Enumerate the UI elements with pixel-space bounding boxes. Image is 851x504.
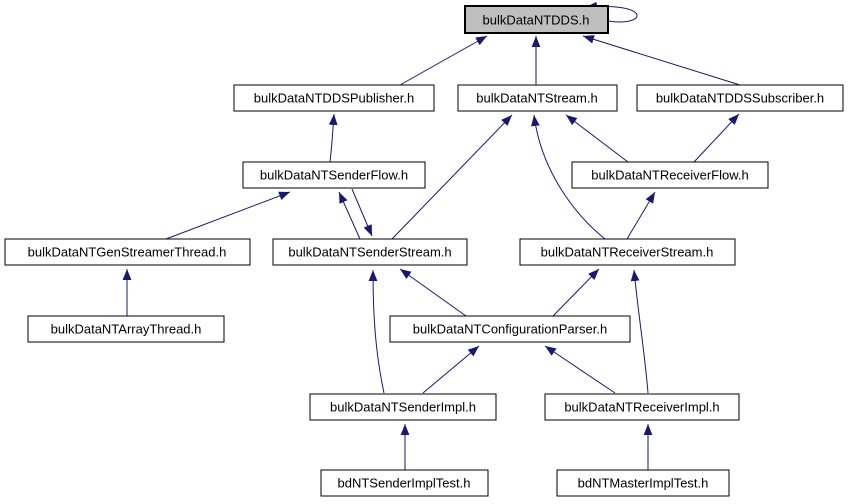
node-label: bdNTMasterImplTest.h: [578, 476, 709, 491]
node-label: bulkDataNTArrayThread.h: [51, 322, 202, 337]
node-label: bulkDataNTGenStreamerThread.h: [28, 245, 227, 260]
edge-configparser-to-receiverstream: [552, 268, 600, 317]
edge-publisher-to-dds: [399, 35, 488, 86]
edge-senderstream-to-stream: [391, 114, 513, 240]
node-bulkDataNTReceiverFlow[interactable]: bulkDataNTReceiverFlow.h: [571, 161, 769, 189]
node-label: bulkDataNTDDS.h: [483, 13, 590, 28]
edge-senderimpl-to-senderstream: [368, 269, 385, 394]
node-layer: bulkDataNTDDS.h bulkDataNTDDSPublisher.h…: [4, 5, 844, 497]
node-bulkDataNTConfigurationParser[interactable]: bulkDataNTConfigurationParser.h: [389, 315, 631, 343]
edge-senderflow-to-senderstream: [351, 188, 373, 237]
edge-senderflow-to-publisher: [328, 113, 338, 163]
edge-layer: [122, 1, 741, 470]
edge-receiverflow-to-subscriber: [693, 113, 740, 163]
edge-receiverstream-to-receiverflow: [626, 191, 656, 240]
node-box: [556, 469, 730, 497]
node-label: bulkDataNTSenderImpl.h: [330, 400, 476, 415]
node-box: [27, 315, 225, 343]
node-bulkDataNTReceiverStream[interactable]: bulkDataNTReceiverStream.h: [519, 238, 736, 266]
node-bulkDataNTDDSPublisher[interactable]: bulkDataNTDDSPublisher.h: [233, 84, 435, 112]
node-bdNTSenderImplTest[interactable]: bdNTSenderImplTest.h: [320, 469, 489, 497]
node-bdNTMasterImplTest[interactable]: bdNTMasterImplTest.h: [556, 469, 730, 497]
edge-receiverimpl-to-receiverstream: [630, 269, 649, 394]
node-label: bulkDataNTDDSSubscriber.h: [656, 91, 824, 106]
node-label: bulkDataNTReceiverFlow.h: [591, 168, 749, 183]
node-label: bulkDataNTReceiverImpl.h: [564, 400, 719, 415]
node-box: [389, 315, 631, 343]
node-box: [309, 393, 497, 421]
node-box: [233, 84, 435, 112]
node-bulkDataNTDDSSubscriber[interactable]: bulkDataNTDDSSubscriber.h: [636, 84, 844, 112]
node-box: [544, 393, 740, 421]
node-label: bdNTSenderImplTest.h: [338, 476, 471, 491]
edge-senderstream-to-senderflow: [338, 191, 361, 240]
edge-receiverimpl-to-configparser: [544, 345, 616, 394]
edge-genstreamerthread-to-senderflow: [165, 191, 291, 240]
node-bulkDataNTDDS[interactable]: bulkDataNTDDS.h: [464, 5, 609, 34]
edge-receiverflow-to-stream: [565, 114, 629, 163]
node-box: [519, 238, 736, 266]
node-box: [320, 469, 489, 497]
node-box: [464, 5, 609, 34]
node-bulkDataNTSenderStream[interactable]: bulkDataNTSenderStream.h: [272, 238, 468, 266]
node-bulkDataNTSenderImpl[interactable]: bulkDataNTSenderImpl.h: [309, 393, 497, 421]
edge-subscriber-to-dds: [582, 35, 741, 86]
node-label: bulkDataNTDDSPublisher.h: [254, 91, 414, 106]
node-box: [457, 84, 618, 112]
node-box: [272, 238, 468, 266]
node-bulkDataNTStream[interactable]: bulkDataNTStream.h: [457, 84, 618, 112]
node-label: bulkDataNTStream.h: [476, 91, 597, 106]
node-label: bulkDataNTSenderStream.h: [288, 245, 451, 260]
edge-configparser-to-senderstream: [399, 268, 467, 317]
node-box: [4, 238, 251, 266]
edge-senderimpl-to-configparser: [422, 345, 480, 394]
node-bulkDataNTSenderFlow[interactable]: bulkDataNTSenderFlow.h: [242, 161, 426, 189]
node-box: [636, 84, 844, 112]
node-label: bulkDataNTSenderFlow.h: [260, 168, 408, 183]
node-bulkDataNTReceiverImpl[interactable]: bulkDataNTReceiverImpl.h: [544, 393, 740, 421]
node-box: [242, 161, 426, 189]
node-label: bulkDataNTConfigurationParser.h: [413, 322, 607, 337]
node-box: [571, 161, 769, 189]
node-bulkDataNTGenStreamerThread[interactable]: bulkDataNTGenStreamerThread.h: [4, 238, 251, 266]
node-label: bulkDataNTReceiverStream.h: [541, 245, 714, 260]
node-bulkDataNTArrayThread[interactable]: bulkDataNTArrayThread.h: [27, 315, 225, 343]
edge-receiverstream-to-stream: [531, 114, 606, 240]
